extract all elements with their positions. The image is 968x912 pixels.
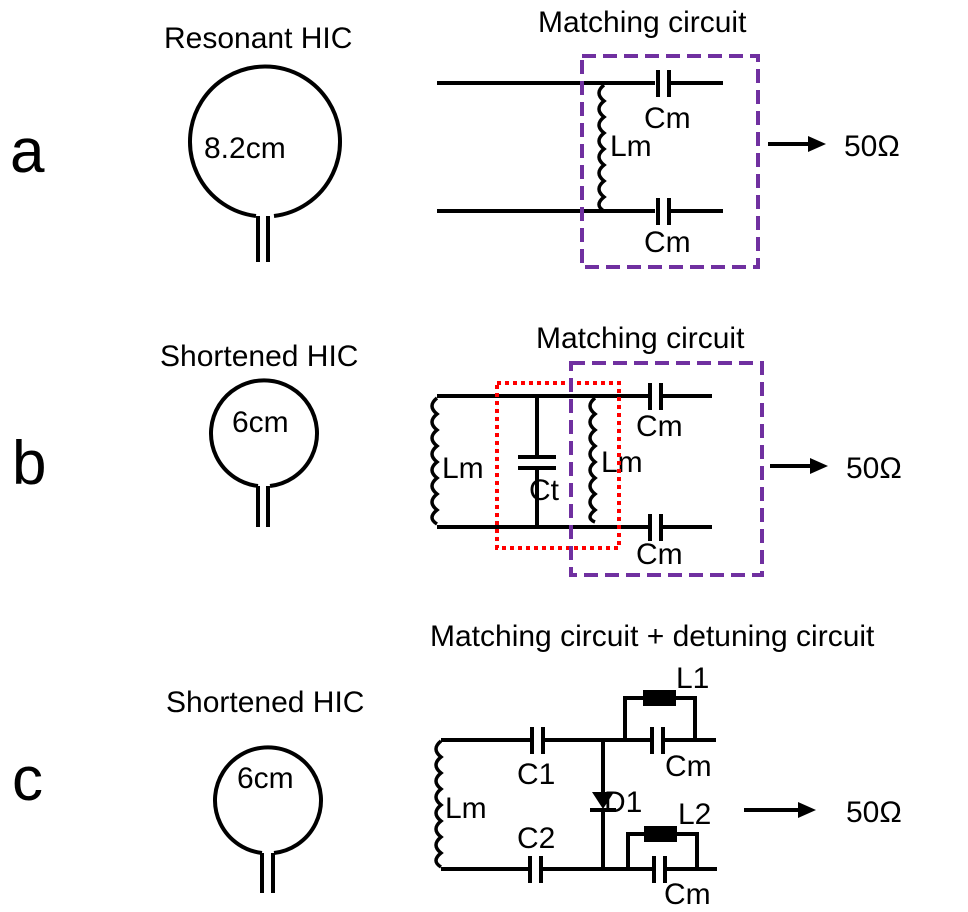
coil-title-c: Shortened HIC bbox=[166, 686, 364, 719]
coil-size-a: 8.2cm bbox=[204, 132, 286, 165]
matching-circuit-b: Lm Ct Lm Cm Cm bbox=[430, 361, 764, 577]
matching-box-b bbox=[569, 361, 764, 577]
panel-b: b Shortened HIC 6cm Matching circuit bbox=[12, 322, 902, 577]
matching-circuit-a: Cm Lm Cm bbox=[437, 54, 760, 269]
circuit-title-b: Matching circuit bbox=[536, 322, 745, 355]
output-arrow-c: 50Ω bbox=[744, 796, 902, 829]
l1-loop-right-c bbox=[676, 696, 697, 740]
coil-title-a: Resonant HIC bbox=[164, 22, 352, 55]
label-c2-c: C2 bbox=[517, 822, 555, 855]
label-d1-c: D1 bbox=[604, 786, 642, 819]
label-lm-left-b: Lm bbox=[442, 452, 484, 485]
label-cm-top-c: Cm bbox=[665, 750, 712, 783]
panel-c: c Shortened HIC 6cm Matching circuit + d… bbox=[12, 620, 902, 911]
label-lm-a: Lm bbox=[610, 130, 652, 163]
detuning-circuit-c: Lm C1 C2 D1 L1 L2 Cm Cm bbox=[434, 662, 717, 911]
output-arrow-b: 50Ω bbox=[770, 452, 902, 485]
tuning-box-b bbox=[495, 381, 621, 550]
output-arrow-a: 50Ω bbox=[768, 130, 900, 163]
circuit-title-a: Matching circuit bbox=[538, 6, 747, 39]
panel-letter-b: b bbox=[12, 429, 46, 498]
output-impedance-c: 50Ω bbox=[846, 796, 902, 829]
panel-letter-a: a bbox=[10, 117, 45, 186]
panel-a: a Resonant HIC 8.2cm Matching circuit Cm… bbox=[10, 6, 900, 269]
label-lm-right-b: Lm bbox=[601, 446, 643, 479]
inductor-lm-right-b bbox=[588, 396, 598, 524]
inductor-lm-c bbox=[434, 739, 444, 869]
l2-body-c bbox=[644, 826, 677, 842]
label-cm-top-b: Cm bbox=[636, 410, 683, 443]
inductor-lm-a bbox=[597, 83, 607, 213]
coil-c: 6cm bbox=[213, 745, 323, 893]
coil-size-c: 6cm bbox=[237, 762, 294, 795]
label-l2-c: L2 bbox=[678, 798, 711, 831]
arrow-head-c bbox=[798, 802, 816, 818]
label-cm-top-a: Cm bbox=[644, 102, 691, 135]
label-ct-b: Ct bbox=[529, 474, 560, 507]
coil-loop-c bbox=[213, 745, 323, 855]
output-impedance-b: 50Ω bbox=[846, 452, 902, 485]
coil-b: 6cm bbox=[209, 378, 319, 527]
d1-triangle-c bbox=[592, 792, 614, 809]
matching-box-a bbox=[580, 54, 760, 269]
arrow-head-a bbox=[808, 136, 826, 152]
l1-body-c bbox=[643, 690, 676, 706]
coil-title-b: Shortened HIC bbox=[160, 340, 358, 373]
label-cm-bottom-b: Cm bbox=[636, 538, 683, 571]
coil-size-b: 6cm bbox=[232, 406, 289, 439]
label-l1-c: L1 bbox=[676, 662, 709, 695]
output-impedance-a: 50Ω bbox=[844, 130, 900, 163]
inductor-lm-left-b bbox=[430, 396, 440, 526]
label-c1-c: C1 bbox=[517, 758, 555, 791]
coil-a: 8.2cm bbox=[188, 64, 342, 262]
label-cm-bottom-c: Cm bbox=[664, 878, 711, 911]
coil-loop-a bbox=[188, 64, 342, 218]
arrow-head-b bbox=[810, 458, 828, 474]
coil-loop-b bbox=[209, 378, 319, 488]
label-cm-bottom-a: Cm bbox=[644, 226, 691, 259]
circuit-title-c: Matching circuit + detuning circuit bbox=[430, 620, 875, 653]
label-lm-c: Lm bbox=[445, 792, 487, 825]
l2-loop-right-c bbox=[677, 832, 699, 869]
panel-letter-c: c bbox=[12, 745, 43, 814]
